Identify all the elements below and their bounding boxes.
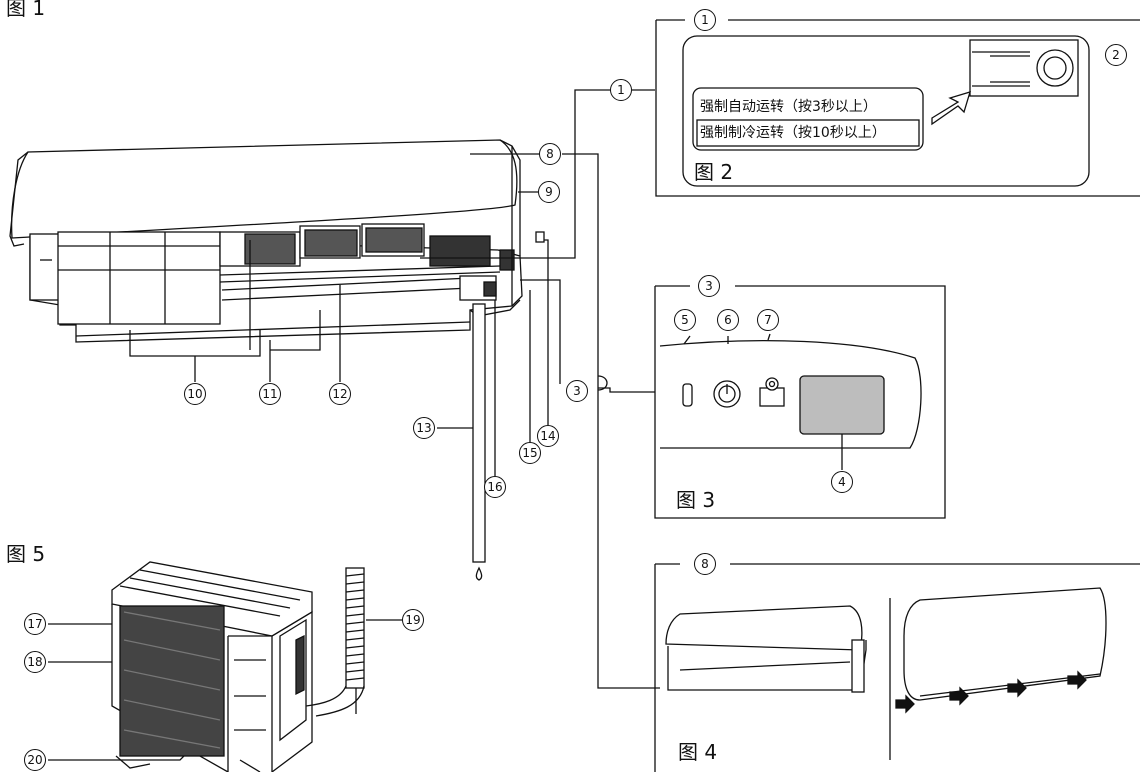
callout-12: 12 xyxy=(329,383,351,405)
callout-4: 4 xyxy=(831,471,853,493)
callout-14: 14 xyxy=(537,425,559,447)
indoor-unit xyxy=(9,139,523,343)
connection-pipe xyxy=(305,567,365,717)
drain-hose xyxy=(472,303,486,581)
figure-label-1: 图 1 xyxy=(6,0,46,20)
callout-5: 5 xyxy=(674,309,696,331)
fig3-frame xyxy=(654,285,946,519)
callout-8-top: 8 xyxy=(694,553,716,575)
callout-9: 9 xyxy=(538,181,560,203)
callout-1-top: 1 xyxy=(694,9,716,31)
callout-19: 19 xyxy=(402,609,424,631)
figure-label-4: 图 4 xyxy=(678,740,718,764)
callout-3-top: 3 xyxy=(698,275,720,297)
forced-auto-operation-label: 强制自动运转（按3秒以上） xyxy=(700,99,877,115)
fig2-frame xyxy=(655,19,1140,197)
callout-7: 7 xyxy=(757,309,779,331)
signal-receiver-icon xyxy=(759,377,785,407)
figure-label-5: 图 5 xyxy=(6,542,46,566)
power-button-icon xyxy=(713,380,741,408)
callout-18: 18 xyxy=(24,651,46,673)
callout-17: 17 xyxy=(24,613,46,635)
arrow-icon xyxy=(931,91,971,126)
callout-16: 16 xyxy=(484,476,506,498)
air-filters xyxy=(57,231,221,325)
forced-cool-operation-label: 强制制冷运转（按10秒以上） xyxy=(700,125,886,141)
callout-13: 13 xyxy=(413,417,435,439)
callout-10: 10 xyxy=(184,383,206,405)
fig4-frame xyxy=(654,563,1140,772)
callout-20: 20 xyxy=(24,749,46,771)
figure-label-3: 图 3 xyxy=(676,488,716,512)
figure-label-2: 图 2 xyxy=(694,160,734,184)
callout-1: 1 xyxy=(610,79,632,101)
outdoor-unit xyxy=(111,561,313,772)
callout-15: 15 xyxy=(519,442,541,464)
callout-2: 2 xyxy=(1105,44,1127,66)
callout-8: 8 xyxy=(539,143,561,165)
callout-3: 3 xyxy=(566,380,588,402)
callout-6: 6 xyxy=(717,309,739,331)
callout-11: 11 xyxy=(259,383,281,405)
